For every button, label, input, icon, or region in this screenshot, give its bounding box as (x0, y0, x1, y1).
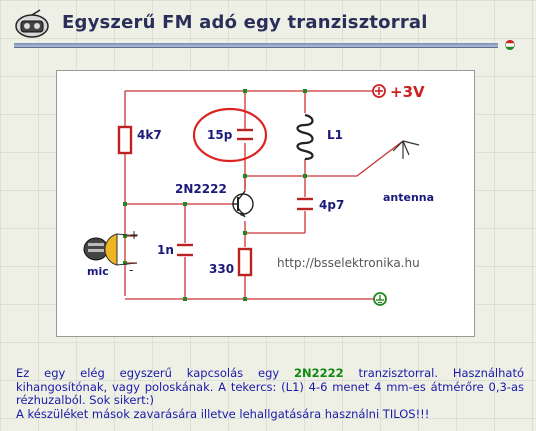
label-r1: 4k7 (137, 128, 162, 142)
microphone-icon (83, 233, 138, 266)
radio-logo-icon (15, 9, 49, 38)
label-c-base: 1n (157, 243, 174, 257)
header-divider (14, 43, 498, 48)
label-transistor: 2N2222 (175, 182, 227, 196)
label-supply: +3V (390, 83, 425, 101)
label-antenna: antenna (383, 191, 434, 204)
junction-nodes (123, 89, 307, 301)
page-title: Egyszerű FM adó egy tranzisztorral (62, 12, 428, 33)
description-text: Ez egy elég egyszerű kapcsolás egy 2N222… (16, 366, 524, 421)
circuit-svg: 4k7 15p L1 +3V 2N2222 (83, 83, 434, 306)
circuit-diagram: 4k7 15p L1 +3V 2N2222 (56, 70, 475, 337)
resistor-330 (237, 247, 253, 277)
transistor-highlight: 2N2222 (294, 366, 344, 380)
transistor-2n2222 (232, 190, 254, 218)
label-c-feedback: 4p7 (319, 198, 344, 212)
capacitor-1n (177, 243, 193, 257)
label-mic-minus: - (129, 263, 133, 277)
antenna-icon (392, 140, 420, 159)
highlight-circle (192, 107, 268, 163)
wires (124, 90, 404, 300)
capacitor-15p (237, 128, 253, 141)
label-mic: mic (87, 265, 109, 278)
description-paragraph: Ez egy elég egyszerű kapcsolás egy 2N222… (16, 366, 524, 407)
website-label: http://bsselektronika.hu (277, 256, 420, 270)
page-header: Egyszerű FM adó egy tranzisztorral (10, 6, 530, 40)
label-r-emitter: 330 (209, 262, 234, 276)
flag-icon[interactable] (505, 40, 515, 50)
coil-l1 (296, 113, 314, 161)
capacitor-4p7 (297, 197, 313, 211)
label-c-top: 15p (207, 128, 233, 142)
label-mic-plus: + (129, 228, 139, 242)
resistor-4k7 (117, 125, 133, 155)
warning-text: A készüléket mások zavarására illetve le… (16, 406, 430, 421)
label-coil: L1 (327, 128, 343, 142)
